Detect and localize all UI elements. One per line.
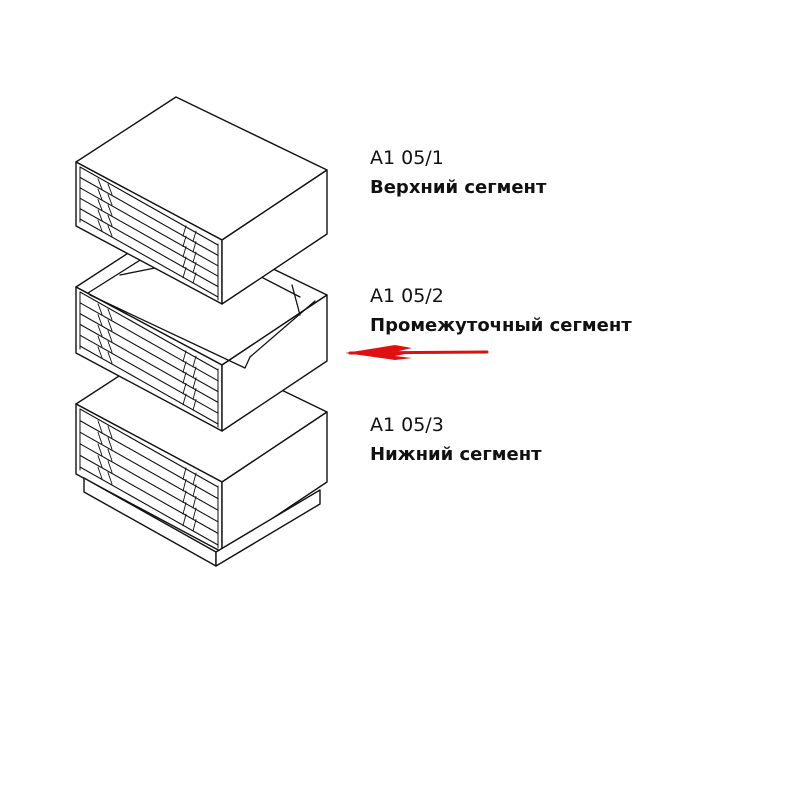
segment-code: A1 05/2 [370, 285, 444, 307]
segment-code: A1 05/1 [370, 147, 444, 169]
segment-name: Нижний сегмент [370, 444, 542, 465]
cabinet-side [221, 169, 328, 305]
segment-label-top: A1 05/1 Верхний сегмент [370, 143, 546, 203]
segment-label-middle: A1 05/2 Промежуточный сегмент [370, 281, 632, 341]
segment-name: Верхний сегмент [370, 177, 547, 198]
arrow-pointer [345, 345, 489, 360]
segment-code: A1 05/3 [370, 414, 444, 436]
cabinet-side [221, 294, 328, 432]
segment-name: Промежуточный сегмент [370, 315, 632, 336]
cabinet-side [221, 411, 328, 553]
cabinet-plinth-side [215, 489, 321, 567]
segment-label-bottom: A1 05/3 Нижний сегмент [370, 410, 542, 470]
cabinet-segment-top [75, 96, 328, 305]
